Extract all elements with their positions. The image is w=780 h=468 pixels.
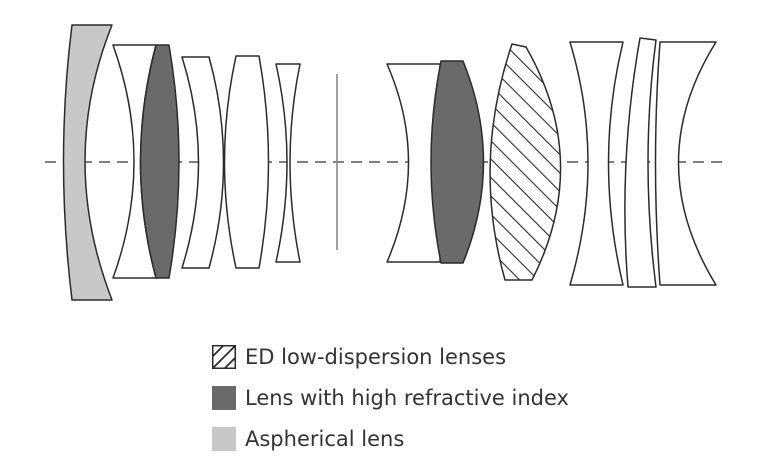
light-gray-swatch-icon (212, 426, 236, 451)
legend-label-high-index: Lens with high refractive index (245, 385, 569, 410)
legend: ED low-dispersion lenses Lens with high … (212, 336, 569, 459)
lens-element-12 (654, 41, 717, 286)
lens-element-4 (181, 56, 225, 269)
hatched-swatch-icon (212, 344, 236, 369)
legend-label-aspherical: Aspherical lens (245, 426, 405, 451)
ed-lens (489, 43, 562, 281)
legend-label-ed: ED low-dispersion lenses (245, 344, 507, 369)
legend-item-ed: ED low-dispersion lenses (212, 336, 569, 377)
lens-element-6 (275, 63, 301, 263)
lens-element-5 (223, 55, 270, 269)
legend-item-high-index: Lens with high refractive index (212, 377, 569, 418)
dark-gray-swatch-icon (212, 385, 236, 410)
high-index-lens-2 (430, 60, 485, 264)
legend-item-aspherical: Aspherical lens (212, 418, 569, 459)
aspherical-lens (62, 24, 113, 301)
lens-element-10 (569, 41, 624, 286)
lens-element-11 (624, 37, 657, 288)
high-index-lens-1 (139, 44, 180, 279)
